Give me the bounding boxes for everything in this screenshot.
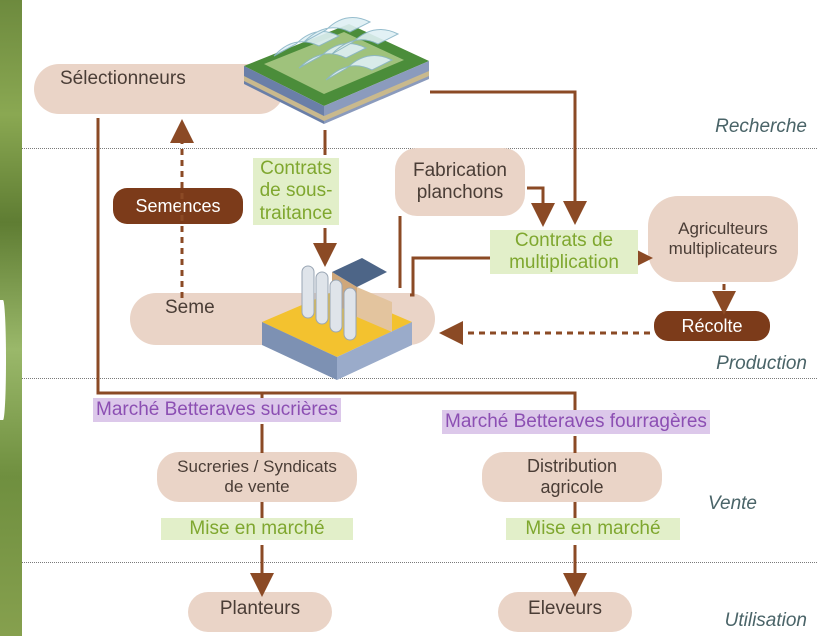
pill-semences: Semences [113, 188, 243, 224]
section-recherche: Recherche [715, 116, 807, 137]
label-marche-fourrageres: Marché Betteraves fourragères [442, 410, 710, 434]
label-contrats-sous-traitance: Contrats de sous-traitance [253, 158, 339, 226]
divider-production [22, 378, 817, 379]
node-sucreries: Sucreries / Syndicats de vente [157, 452, 357, 502]
node-distribution-label: Distribution agricole [526, 456, 618, 497]
divider-vente [22, 562, 817, 563]
node-selectionneurs-label: Sélectionneurs [60, 68, 186, 90]
arrow-fabrication-contrats [527, 186, 555, 227]
node-planteurs: Planteurs [188, 592, 332, 632]
node-fabrication: Fabrication planchons [395, 148, 525, 216]
label-contrats-multiplication: Contrats de multiplication [490, 230, 638, 274]
node-agriculteurs: Agriculteurs multiplicateurs [648, 196, 798, 282]
node-fabrication-label: Fabrication planchons [413, 160, 507, 203]
background-notch [0, 300, 6, 420]
section-utilisation: Utilisation [724, 610, 807, 631]
node-selectionneurs: Sélectionneurs [34, 64, 284, 114]
label-mise-en-marche-2: Mise en marché [506, 518, 680, 540]
node-seme-label: Seme [165, 297, 215, 319]
label-mise-en-marche-1: Mise en marché [161, 518, 353, 540]
label-marche-sucrieres: Marché Betteraves sucrières [93, 398, 341, 422]
node-sucreries-label: Sucreries / Syndicats de vente [177, 457, 337, 496]
line-selectionneurs-market [96, 118, 577, 410]
node-eleveurs: Eleveurs [498, 592, 632, 632]
node-eleveurs-label: Eleveurs [528, 598, 602, 620]
background-foliage [0, 0, 22, 636]
pill-recolte: Récolte [654, 311, 770, 341]
greenhouse-illustration [244, 17, 429, 124]
section-production: Production [716, 353, 807, 374]
section-vente: Vente [708, 493, 757, 514]
line-factory-contrats [410, 256, 490, 297]
node-planteurs-label: Planteurs [219, 598, 301, 620]
node-distribution: Distribution agricole [482, 452, 662, 502]
factory-illustration [262, 258, 412, 380]
arrow-to-contrats-multiplication [430, 90, 587, 225]
node-agriculteurs-label: Agriculteurs multiplicateurs [668, 219, 778, 258]
